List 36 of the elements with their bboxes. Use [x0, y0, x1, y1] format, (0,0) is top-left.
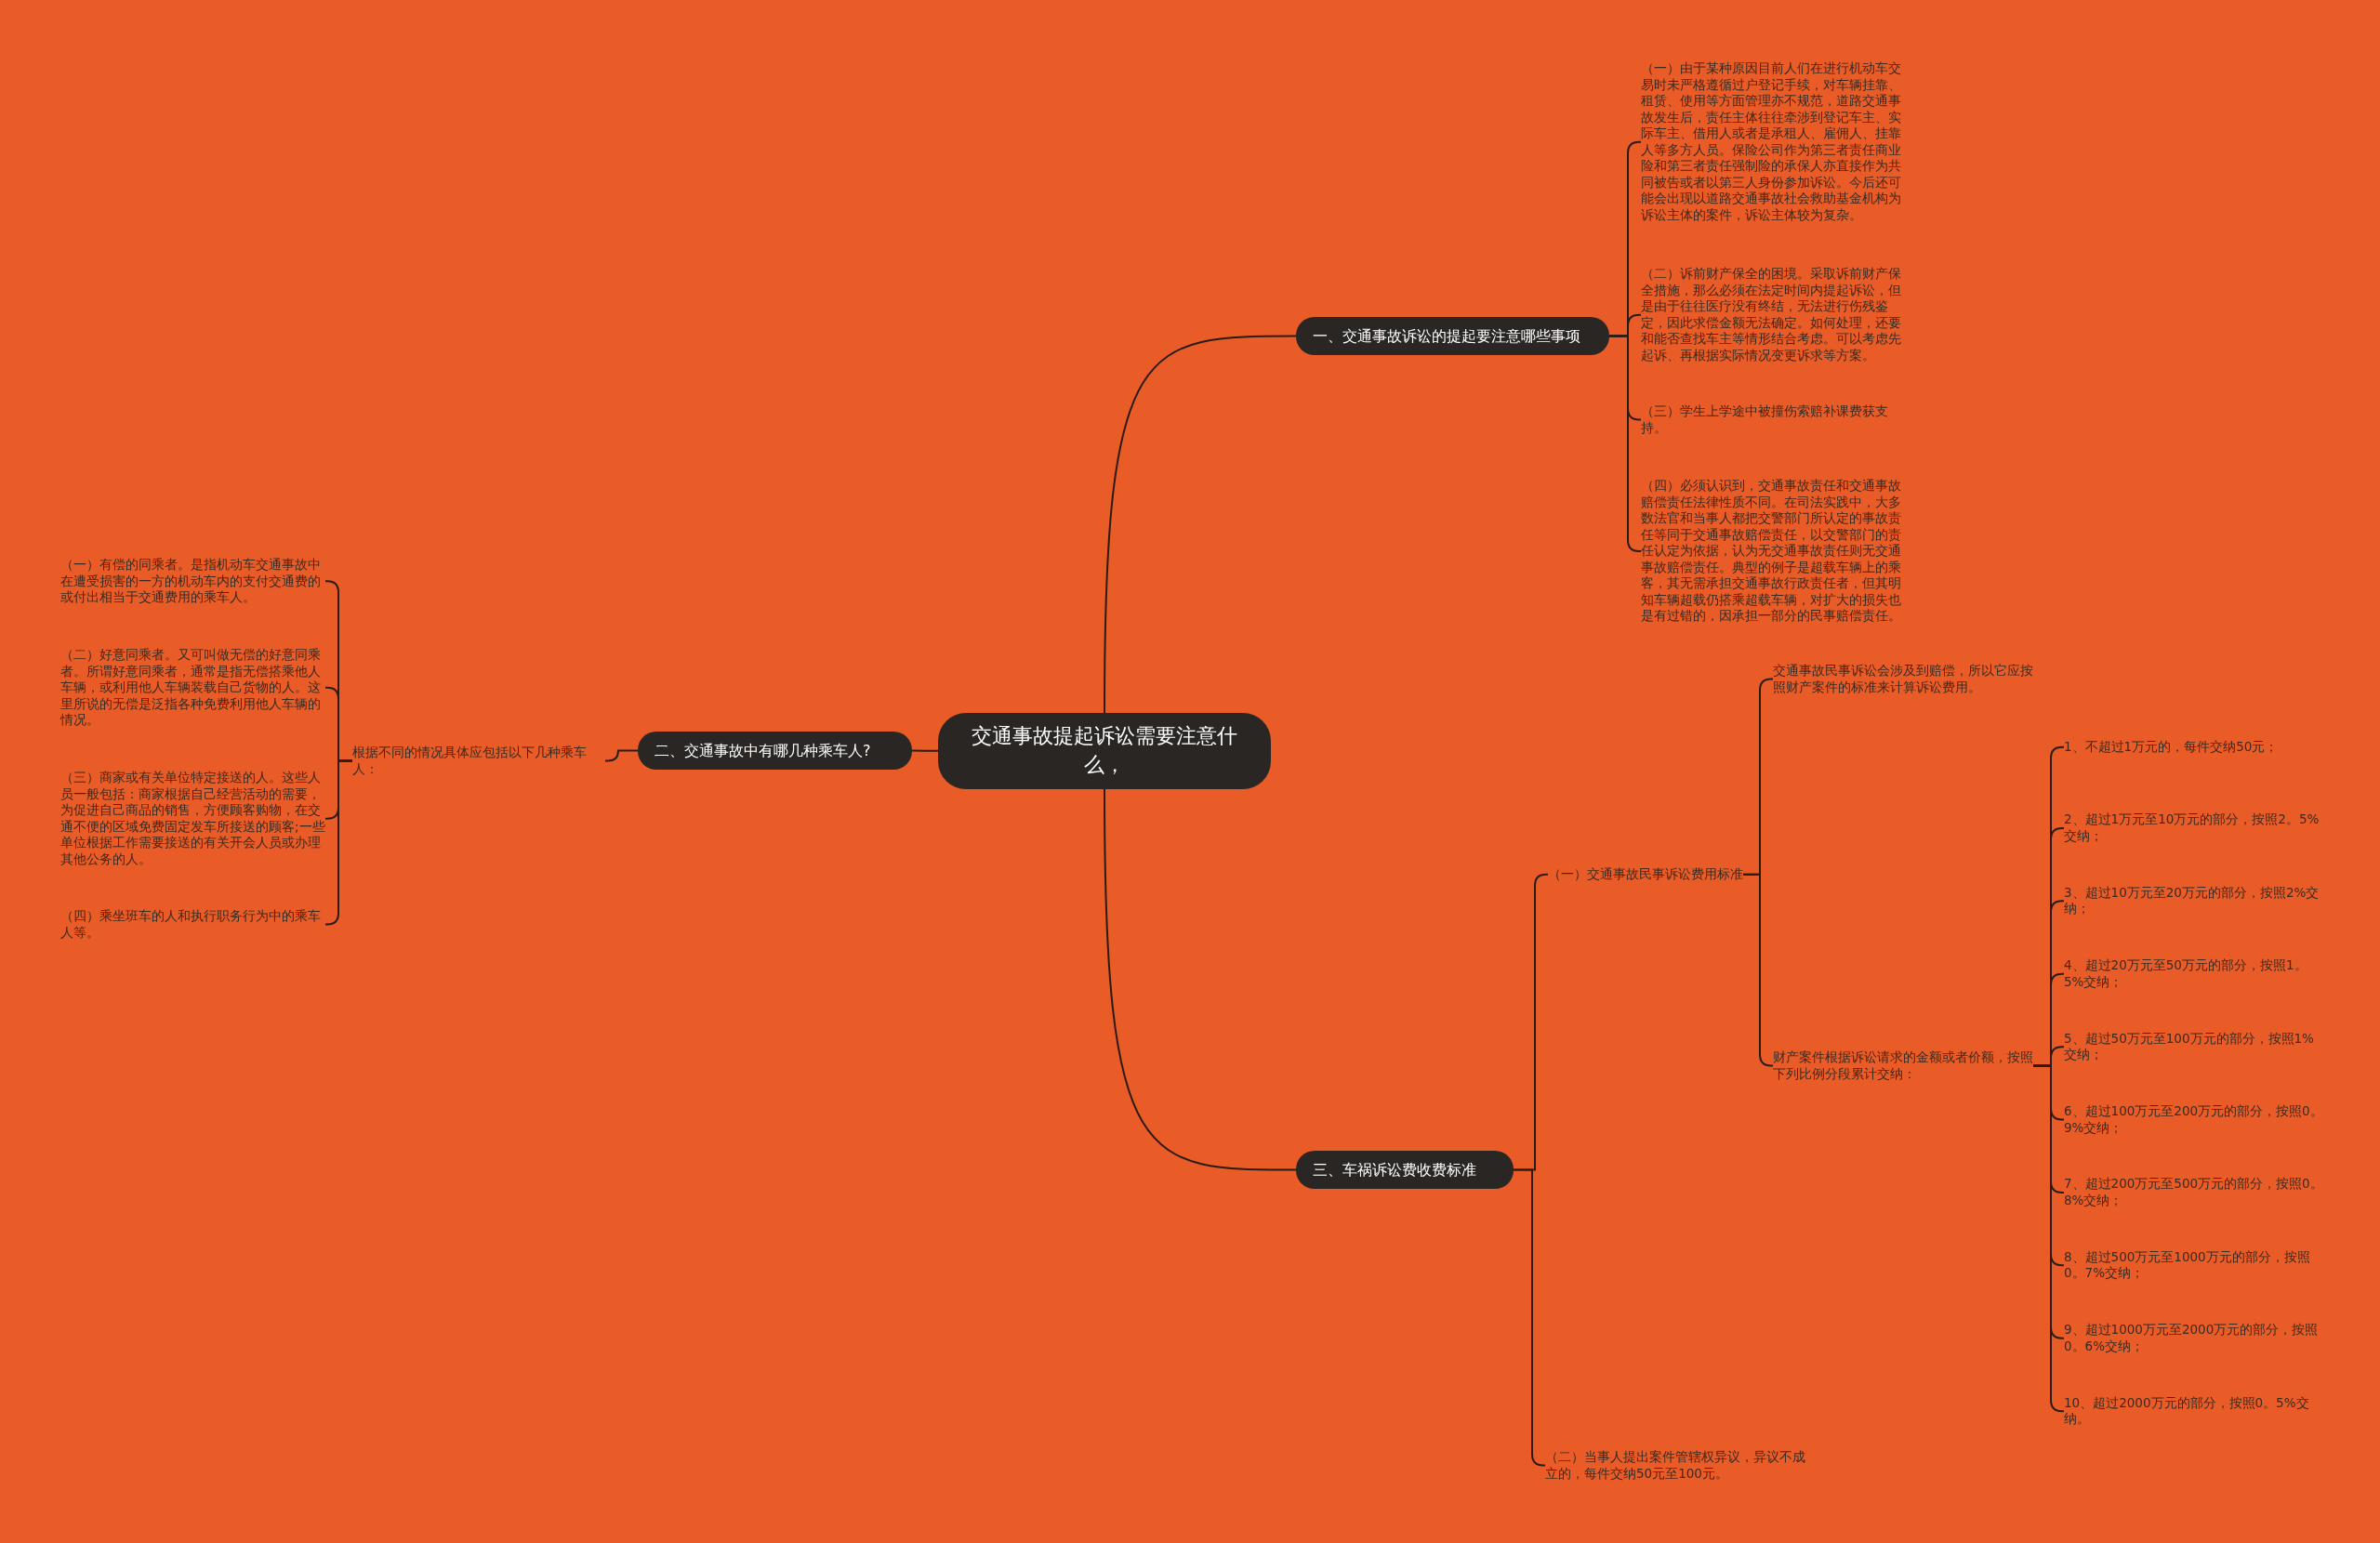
topic-text: 财产案件根据诉讼请求的金额或者价额，按照下列比例分段累计交纳：	[1773, 1049, 2033, 1083]
topic-text: （一）由于某种原因目前人们在进行机动车交易时未严格遵循过户登记手续，对车辆挂靠、租赁、使用等方面管理亦不规范，道路交通事故发生后，责任主体往往牵涉到登记车主、实际车主、借用人或者是承租人、雇佣人、挂靠人等多方人员。保险公司作为第三者责任商业险和第三者责任强制险的承保人亦直接作为共同被告或者以第三人身份参加诉讼。今后还可能会出现以道路交通事故社会救助基金机构为诉讼主体的案件，诉讼主体较为复杂。	[1641, 60, 1903, 224]
connector-line	[1513, 1168, 1546, 1467]
topic-text: 9、超过1000万元至2000万元的部分，按照0。6%交纳；	[2064, 1322, 2326, 1355]
topic-text: 2、超过1万元至10万元的部分，按照2。5%交纳；	[2064, 811, 2326, 845]
connector-line	[1608, 335, 1642, 552]
topic-text: 8、超过500万元至1000万元的部分，按照0。7%交纳；	[2064, 1248, 2326, 1282]
topic-text: （二）诉前财产保全的困境。采取诉前财产保全措施，那么必须在法定时间内提起诉讼，但是由于往往医疗没有终结，无法进行伤残鉴定，因此求偿金额无法确定。如何处理，还要和能否查找车主等情形结合考虑。可以考虑先起诉、再根据实际情况变更诉求等方案。	[1641, 266, 1903, 364]
topic-text: （二）好意同乘者。又可叫做无偿的好意同乘者。所谓好意同乘者，通常是指无偿搭乘他人车辆，或利用他人车辆装载自己货物的人。这里所说的无偿是泛指各种免费利用他人车辆的情况。	[60, 647, 325, 729]
central-topic-pill: 交通事故提起诉讼需要注意什么，	[938, 713, 1271, 789]
connector-line	[1742, 873, 1774, 1067]
connector-line	[324, 759, 353, 926]
topic-text: 1、不超过1万元的，每件交纳50元；	[2064, 739, 2326, 756]
topic-text: 4、超过20万元至50万元的部分，按照1。5%交纳；	[2064, 957, 2326, 991]
topic-text: （三）商家或有关单位特定接送的人。这些人员一般包括：商家根据自己经营活动的需要，为促进自己商品的销售，方便顾客购物，在交通不便的区域免费固定发车所接送的顾客;一些单位根据工作需要接送的有关开会人员或办理其他公务的人。	[60, 770, 325, 868]
topic-text: 交通事故民事诉讼会涉及到赔偿，所以它应按照财产案件的标准来计算诉讼费用。	[1773, 663, 2033, 696]
topic-text: （四）乘坐班车的人和执行职务行为中的乘车人等。	[60, 908, 325, 942]
topic-text: （二）当事人提出案件管辖权异议，异议不成立的，每件交纳50元至100元。	[1545, 1449, 1810, 1483]
connector-line	[2032, 1064, 2065, 1413]
connector-line	[604, 749, 639, 762]
topic-text: 7、超过200万元至500万元的部分，按照0。8%交纳；	[2064, 1176, 2326, 1209]
connector-line	[911, 749, 939, 752]
topic-text: 6、超过100万元至200万元的部分，按照0。9%交纳；	[2064, 1103, 2326, 1137]
topic-text: 10、超过2000万元的部分，按照0。5%交纳。	[2064, 1394, 2326, 1428]
topic-text: 5、超过50万元至100万元的部分，按照1%交纳；	[2064, 1030, 2326, 1063]
branch-topic-pill: 二、交通事故中有哪几种乘车人?	[638, 732, 912, 771]
topic-text: （四）必须认识到，交通事故责任和交通事故赔偿责任法律性质不同。在司法实践中，大多数法官和当事人都把交警部门所认定的事故责任等同于交通事故赔偿责任，以交警部门的责任认定为依据，认为无交通事故责任则无交通事故赔偿责任。典型的例子是超载车辆上的乘客，其无需承担交通事故行政责任者，但其明知车辆超载仍搭乘超载车辆，对扩大的损失也是有过错的，因承担一部分的民事赔偿责任。	[1641, 478, 1903, 625]
branch-topic-pill: 一、交通事故诉讼的提起要注意哪些事项	[1296, 317, 1609, 356]
topic-text: （一）有偿的同乘者。是指机动车交通事故中在遭受损害的一方的机动车内的支付交通费的或付出相当于交通费用的乘车人。	[60, 557, 325, 606]
branch-topic-pill: 三、车祸诉讼费收费标准	[1296, 1151, 1514, 1190]
topic-text: （三）学生上学途中被撞伤索赔补课费获支持。	[1641, 403, 1903, 437]
connector-line	[1104, 787, 1297, 1171]
topic-text: 根据不同的情况具体应包括以下几种乘车人：	[352, 745, 605, 778]
connector-line	[1104, 335, 1297, 714]
topic-text: （一）交通事故民事诉讼费用标准	[1548, 866, 1743, 883]
topic-text: 3、超过10万元至20万元的部分，按照2%交纳；	[2064, 884, 2326, 917]
